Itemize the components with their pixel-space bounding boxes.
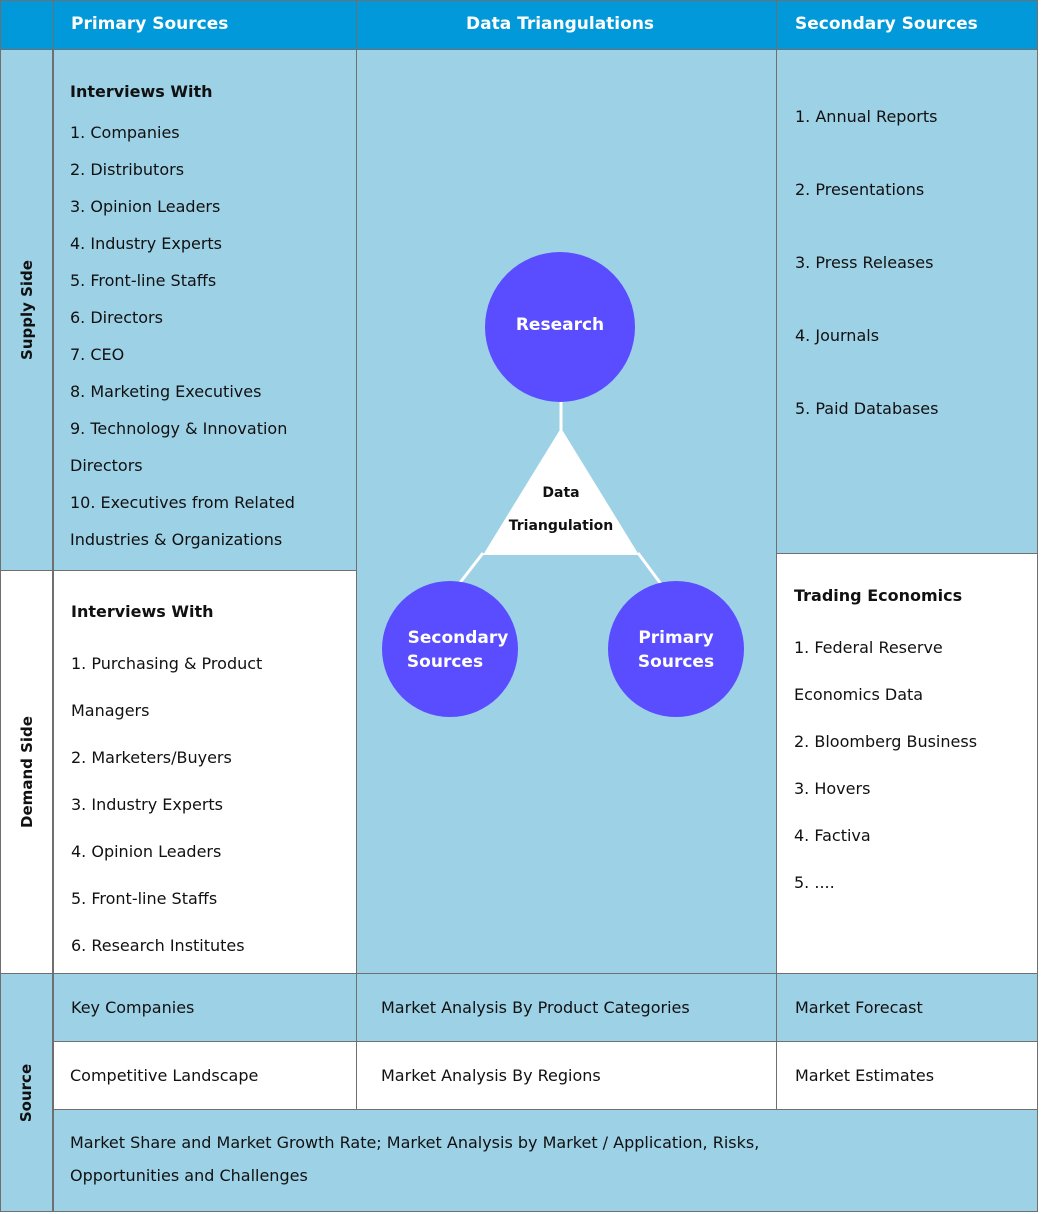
list-item: 1. Federal Reserve bbox=[794, 638, 943, 657]
supply-side-label-cell: Supply Side bbox=[0, 49, 53, 571]
primary-label-line1: Primary bbox=[638, 628, 713, 648]
secondary-label-line1: Secondary bbox=[408, 628, 509, 648]
list-item: 1. Companies bbox=[70, 123, 180, 142]
list-item: 4. Opinion Leaders bbox=[71, 842, 222, 861]
list-item: 2. Bloomberg Business bbox=[794, 732, 978, 751]
supply-primary-cell: Interviews With 1. Companies 2. Distribu… bbox=[53, 49, 357, 571]
header-secondary-label: Secondary Sources bbox=[795, 14, 978, 34]
list-item: 1. Purchasing & Product bbox=[71, 654, 263, 673]
list-item: Directors bbox=[70, 456, 143, 475]
list-item: 8. Marketing Executives bbox=[70, 382, 262, 401]
primary-sources-circle bbox=[608, 581, 744, 717]
source-label-cell: Source bbox=[0, 973, 53, 1212]
source-row1-col3: Market Forecast bbox=[776, 973, 1038, 1042]
list-item: 3. Press Releases bbox=[795, 253, 934, 272]
source-label: Source bbox=[17, 1063, 36, 1122]
data-triangle bbox=[483, 428, 639, 555]
demand-primary-cell: Interviews With 1. Purchasing & Product … bbox=[53, 570, 357, 974]
source-cell-text: Market Analysis By Regions bbox=[381, 1066, 601, 1085]
source-row2-col3: Market Estimates bbox=[776, 1041, 1038, 1110]
secondary-sources-circle bbox=[382, 581, 518, 717]
demand-side-label: Demand Side bbox=[17, 716, 36, 828]
list-item: Industries & Organizations bbox=[70, 530, 283, 549]
source-cell-text: Market Analysis By Product Categories bbox=[381, 998, 690, 1017]
research-label: Research bbox=[516, 315, 604, 335]
list-item: Managers bbox=[71, 701, 150, 720]
connector-secondary bbox=[457, 552, 485, 585]
source-summary-cell: Market Share and Market Growth Rate; Mar… bbox=[53, 1109, 1038, 1212]
list-item: Economics Data bbox=[794, 685, 924, 704]
source-cell-text: Market Forecast bbox=[795, 998, 923, 1017]
list-item: 6. Directors bbox=[70, 308, 163, 327]
demand-primary-title: Interviews With bbox=[71, 602, 214, 621]
header-corner bbox=[0, 0, 54, 50]
source-row2-col2: Market Analysis By Regions bbox=[356, 1041, 777, 1110]
list-item: 2. Distributors bbox=[70, 160, 185, 179]
source-cell-text: Key Companies bbox=[71, 998, 195, 1017]
header-triangulation-label: Data Triangulations bbox=[466, 14, 655, 34]
list-item: 1. Annual Reports bbox=[795, 107, 938, 126]
triangle-label-line2: Triangulation bbox=[509, 518, 613, 534]
list-item: 5. Front-line Staffs bbox=[71, 889, 218, 908]
summary-line1: Market Share and Market Growth Rate; Mar… bbox=[70, 1133, 760, 1152]
supply-secondary-cell: 1. Annual Reports 2. Presentations 3. Pr… bbox=[776, 49, 1038, 554]
list-item: 7. CEO bbox=[70, 345, 125, 364]
connector-primary bbox=[636, 552, 663, 585]
list-item: 3. Hovers bbox=[794, 779, 871, 798]
primary-label-line2: Sources bbox=[638, 652, 714, 672]
source-cell-text: Competitive Landscape bbox=[70, 1066, 259, 1085]
triangulation-diagram: Data Triangulation Research Secondary So… bbox=[382, 252, 744, 717]
demand-secondary-title: Trading Economics bbox=[794, 586, 963, 605]
header-primary-sources: Primary Sources bbox=[53, 0, 357, 50]
list-item: 3. Opinion Leaders bbox=[70, 197, 221, 216]
source-cell-text: Market Estimates bbox=[795, 1066, 935, 1085]
list-item: 4. Industry Experts bbox=[70, 234, 223, 253]
list-item: 5. Front-line Staffs bbox=[70, 271, 217, 290]
triangulation-panel: Data Triangulation Research Secondary So… bbox=[356, 49, 777, 974]
list-item: 4. Journals bbox=[795, 326, 880, 345]
list-item: 2. Marketers/Buyers bbox=[71, 748, 232, 767]
list-item: 3. Industry Experts bbox=[71, 795, 224, 814]
source-row1-col1: Key Companies bbox=[53, 973, 357, 1042]
header-secondary-sources: Secondary Sources bbox=[776, 0, 1038, 50]
secondary-label-line2: Sources bbox=[407, 652, 483, 672]
supply-side-label: Supply Side bbox=[17, 260, 36, 360]
header-data-triangulations: Data Triangulations bbox=[356, 0, 777, 50]
header-primary-label: Primary Sources bbox=[71, 14, 229, 34]
list-item: 5. Paid Databases bbox=[795, 399, 939, 418]
list-item: 6. Research Institutes bbox=[71, 936, 245, 955]
summary-line2: Opportunities and Challenges bbox=[70, 1166, 308, 1185]
list-item: 9. Technology & Innovation bbox=[70, 419, 288, 438]
triangle-label-line1: Data bbox=[542, 485, 579, 501]
source-row2-col1: Competitive Landscape bbox=[53, 1041, 357, 1110]
list-item: 5. .... bbox=[794, 873, 835, 892]
list-item: 4. Factiva bbox=[794, 826, 871, 845]
list-item: 2. Presentations bbox=[795, 180, 925, 199]
demand-side-label-cell: Demand Side bbox=[0, 570, 53, 974]
source-row1-col2: Market Analysis By Product Categories bbox=[356, 973, 777, 1042]
demand-secondary-cell: Trading Economics 1. Federal Reserve Eco… bbox=[776, 553, 1038, 974]
supply-primary-title: Interviews With bbox=[70, 82, 213, 101]
list-item: 10. Executives from Related bbox=[70, 493, 295, 512]
research-circle bbox=[485, 252, 635, 402]
